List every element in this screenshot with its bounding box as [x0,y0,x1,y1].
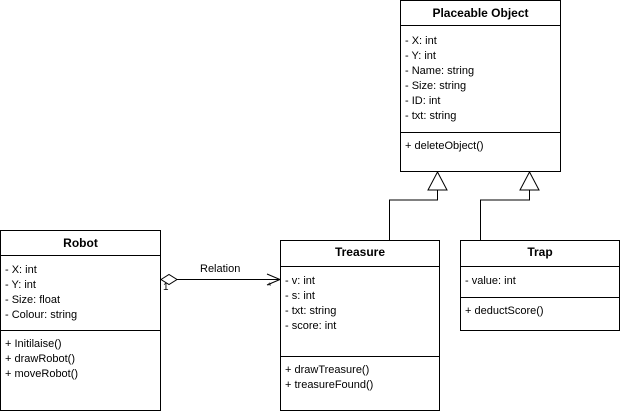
attribute: - Name: string [405,65,475,77]
trap-inheritance-arrowhead [519,170,540,191]
relation-label: Relation [200,263,241,275]
target-multiplicity: * [268,281,272,291]
attribute: - Y: int [5,279,36,291]
method: + Initilaise() [5,338,62,350]
attribute: - v: int [285,275,315,287]
attributes-section: - v: int - s: int - txt: string - score:… [281,266,439,356]
class-name: Placeable Object [432,6,529,20]
attribute: - ID: int [405,95,441,107]
aggregation-diamond [160,273,178,286]
attribute: - Size: string [405,80,467,92]
method: + treasureFound() [285,379,374,391]
class-trap[interactable]: Trap - value: int + deductScore() [460,240,620,331]
treasure-inheritance-line [389,190,438,240]
class-name: Robot [63,236,98,250]
method: + drawRobot() [5,353,76,365]
attributes-section: - X: int - Y: int - Name: string - Size:… [401,25,560,132]
attribute: - Colour: string [5,309,78,321]
attribute: - X: int [5,264,37,276]
attribute: - Size: float [5,294,61,306]
attributes-section: - value: int [461,266,619,297]
method: + deleteObject() [405,140,484,152]
attributes-section: - X: int - Y: int - Size: float - Colour… [1,255,160,330]
attribute: - Y: int [405,50,436,62]
source-multiplicity: 1 [163,282,169,293]
methods-section: + deductScore() [461,297,619,330]
method: + drawTreasure() [285,364,370,376]
class-placeable-object[interactable]: Placeable Object - X: int - Y: int - Nam… [400,0,561,172]
attribute: - value: int [465,275,516,287]
attribute: - s: int [285,290,315,302]
treasure-inheritance-arrowhead [427,170,448,191]
methods-section: + drawTreasure() + treasureFound() [281,356,439,410]
class-name: Treasure [334,245,386,259]
methods-section: + Initilaise() + drawRobot() + moveRobot… [1,330,160,410]
trap-inheritance-line [480,190,530,240]
class-name: Trap [527,245,553,259]
attribute: - txt: string [285,305,337,317]
method: + moveRobot() [5,368,79,380]
attribute: - X: int [405,35,437,47]
class-treasure[interactable]: Treasure - v: int - s: int - txt: string… [280,240,440,411]
methods-section: + deleteObject() [401,132,560,171]
class-robot[interactable]: Robot - X: int - Y: int - Size: float - … [0,230,161,411]
attribute: - txt: string [405,110,457,122]
attribute: - score: int [285,320,337,332]
method: + deductScore() [465,305,544,317]
